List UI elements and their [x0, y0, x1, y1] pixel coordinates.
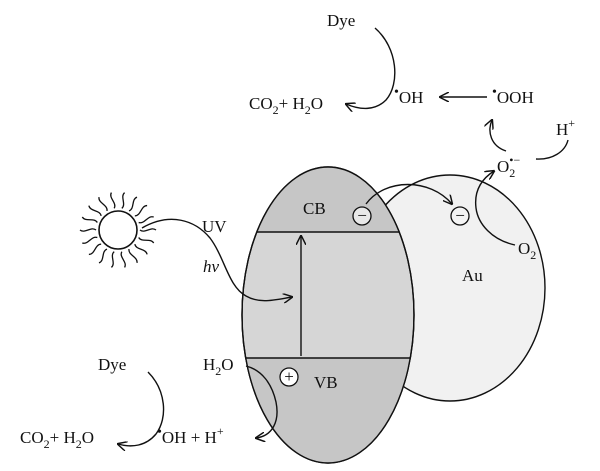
oh-h-bottom-label: •OH + H+ [157, 424, 224, 447]
sun-ray [128, 248, 138, 264]
sun-ray [88, 205, 102, 217]
sun-ray [82, 236, 98, 244]
ooh-label: •OOH [492, 85, 534, 107]
dye-bottom-degradation-arrow [118, 371, 165, 446]
co2-h2o-bottom-label: CO2+ H2O [20, 428, 94, 451]
electron-symbol: − [352, 206, 372, 226]
light-path-arrow [141, 218, 292, 300]
cb-label: CB [303, 199, 326, 218]
hv-label: hν [203, 257, 220, 276]
o2-label: O2 [518, 239, 536, 262]
h2o-label: H2O [203, 355, 234, 378]
sun-ray [98, 196, 108, 212]
superoxide-to-ooh-arrow [490, 120, 507, 152]
dye-bottom-label: Dye [98, 355, 126, 374]
sun-ray [138, 237, 155, 244]
sun-ray [139, 228, 157, 232]
dye-top-label: Dye [327, 11, 355, 30]
sun-ray [110, 251, 115, 268]
sun-ray [138, 216, 154, 224]
vb-label: VB [314, 373, 338, 392]
superoxide-label: O2•− [497, 153, 520, 180]
sun-ray [128, 196, 138, 212]
sun-ray [134, 204, 148, 217]
svg-text:−: − [455, 206, 465, 225]
sun-icon [79, 192, 157, 268]
sun-ray [110, 192, 116, 209]
svg-text:−: − [357, 206, 367, 225]
au-label: Au [462, 266, 483, 285]
oh-top-label: •OH [394, 85, 423, 107]
h2o-oxidation-arrow [245, 365, 278, 438]
semiconductor-particle [241, 166, 415, 464]
o2-reduction-arrow [474, 171, 516, 246]
sun-ray [98, 248, 108, 264]
sun-ray [121, 192, 126, 209]
h-plus-arrow [535, 139, 569, 160]
electron-transfer-arrow [365, 183, 452, 205]
sun-ray [120, 251, 126, 268]
dye-top-degradation-arrow [346, 27, 396, 108]
sun-ray [88, 243, 102, 256]
sun-ray [134, 243, 148, 255]
svg-text:+: + [284, 367, 294, 386]
electron-on-au-symbol: − [450, 206, 470, 226]
sun-ray [79, 228, 97, 232]
uv-label: UV [202, 217, 227, 236]
co2-h2o-top-label: CO2+ H2O [249, 94, 323, 117]
h-plus-label: H+ [556, 116, 575, 139]
hole-symbol: + [279, 367, 299, 387]
sun-ray [81, 216, 98, 223]
